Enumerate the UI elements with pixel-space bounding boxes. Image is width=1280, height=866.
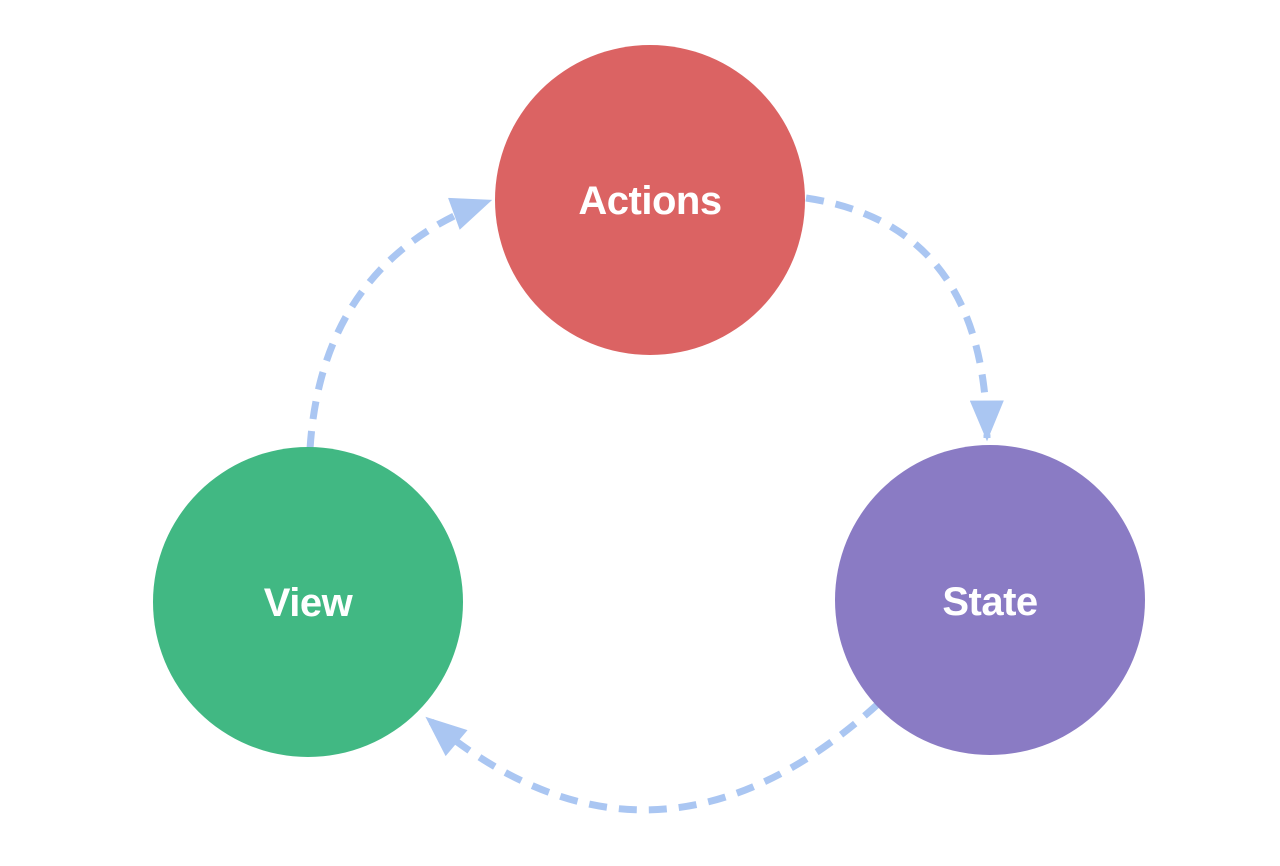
edge-actions-to-state: [805, 194, 1004, 442]
node-label-view: View: [264, 581, 354, 625]
node-state: [835, 445, 1145, 755]
edge-state-to-view: [425, 701, 881, 814]
edge-view-to-actions: [306, 197, 493, 450]
node-label-actions: Actions: [578, 179, 721, 223]
node-label-state: State: [942, 580, 1037, 624]
node-actions: [495, 45, 805, 355]
node-view: [153, 447, 463, 757]
